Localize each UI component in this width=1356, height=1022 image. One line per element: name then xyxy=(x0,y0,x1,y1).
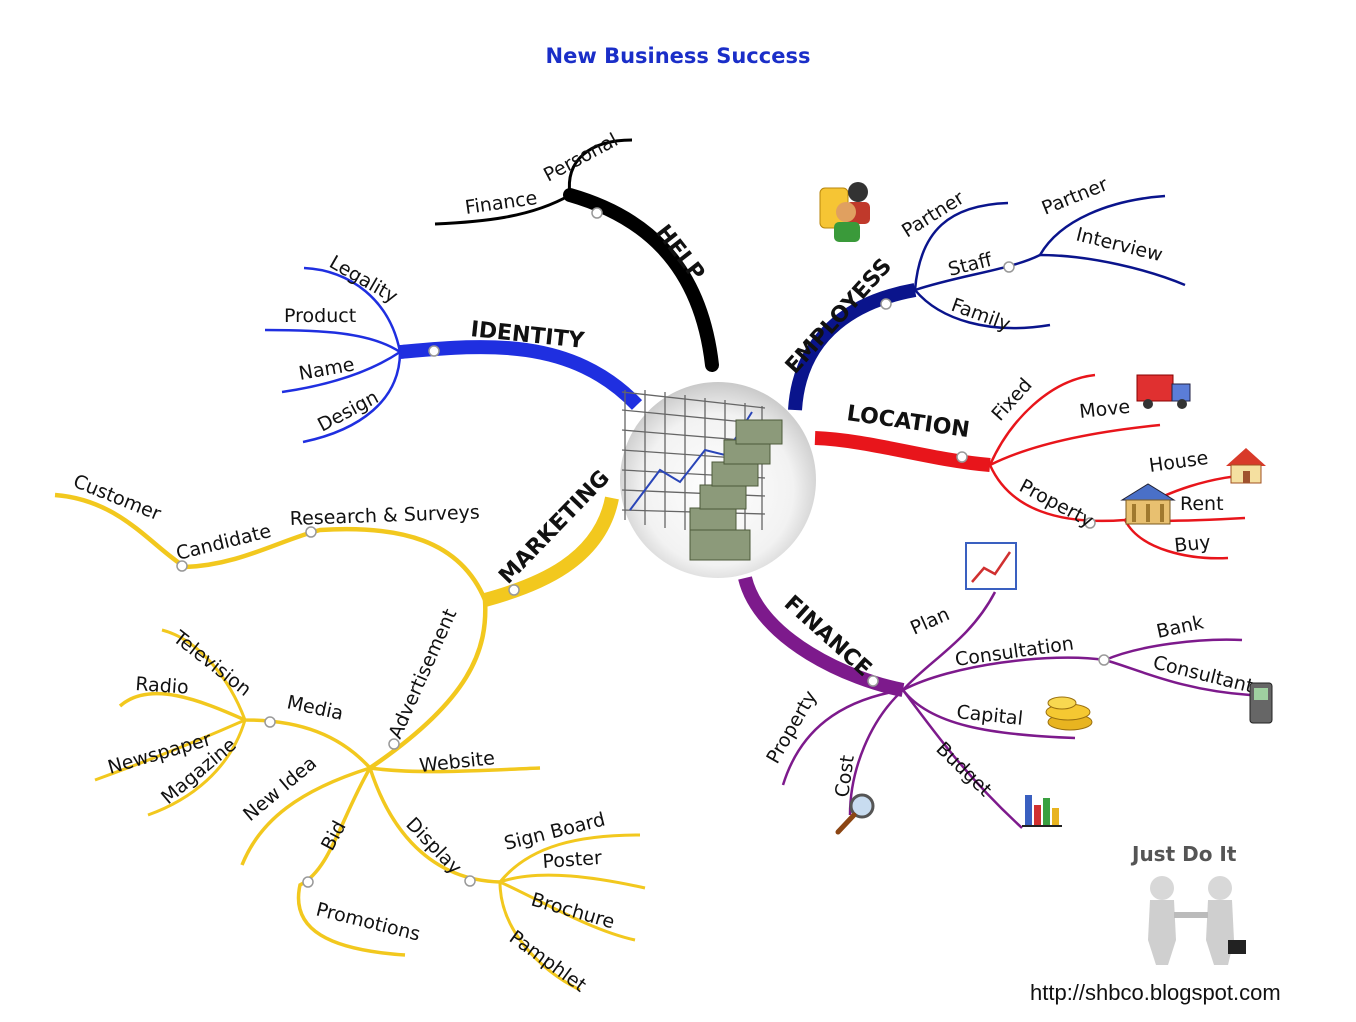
node-website: Website xyxy=(418,747,496,777)
node-consultant: Consultant xyxy=(1151,652,1256,698)
handshake-icon xyxy=(1148,876,1246,965)
node-brochure: Brochure xyxy=(529,889,617,934)
node-poster: Poster xyxy=(542,847,603,873)
bank-icon xyxy=(1120,483,1176,525)
page-title: New Business Success xyxy=(545,44,811,68)
branch-label-employees: EMPLOYESS xyxy=(781,254,897,379)
node-pamphlet: Pamphlet xyxy=(505,926,590,996)
node-name: Name xyxy=(297,354,356,385)
truck-icon xyxy=(1136,374,1191,409)
node-advertisement: Advertisement xyxy=(384,606,461,742)
node-rent: Rent xyxy=(1180,493,1224,515)
central-stock-chart-image xyxy=(620,382,816,578)
node-help-finance: Finance xyxy=(464,187,539,219)
branch-location xyxy=(814,373,1256,560)
node-personal: Personal xyxy=(540,129,622,186)
branch-finance xyxy=(738,575,1251,829)
node-bid: Bid xyxy=(317,817,351,854)
house-icon xyxy=(1226,448,1266,484)
people-icon xyxy=(819,182,870,242)
node-legality: Legality xyxy=(326,251,402,308)
node-fixed: Fixed xyxy=(987,374,1036,425)
node-property-location: Property xyxy=(1016,475,1097,532)
node-plan: Plan xyxy=(907,603,953,640)
branch-identity xyxy=(264,266,643,444)
node-family: Family xyxy=(948,294,1013,336)
node-display: Display xyxy=(401,813,465,879)
source-url[interactable]: http://shbco.blogspot.com xyxy=(1030,980,1281,1005)
line-chart-icon xyxy=(965,542,1017,590)
branch-help xyxy=(434,138,719,372)
node-research-surveys: Research & Surveys xyxy=(289,501,480,530)
node-staff: Staff xyxy=(946,249,995,281)
node-property-finance: Property xyxy=(762,687,821,768)
branch-marketing xyxy=(54,492,646,992)
node-cost: Cost xyxy=(831,754,859,799)
node-media: Media xyxy=(285,691,345,724)
magnifier-icon xyxy=(835,793,875,835)
bar-chart-icon xyxy=(1022,795,1062,827)
node-move: Move xyxy=(1078,396,1131,423)
node-house: House xyxy=(1148,447,1210,477)
node-buy: Buy xyxy=(1173,531,1211,557)
branch-employees xyxy=(788,194,1186,411)
node-bank: Bank xyxy=(1154,611,1205,642)
node-radio: Radio xyxy=(135,673,190,699)
footer-caption: Just Do It xyxy=(1132,842,1237,866)
node-staff-partner: Partner xyxy=(1039,173,1111,219)
node-product: Product xyxy=(284,305,356,327)
node-candidate: Candidate xyxy=(174,520,274,565)
node-budget: Budget xyxy=(932,738,996,801)
coins-icon xyxy=(1045,696,1093,731)
node-consultation: Consultation xyxy=(954,633,1076,671)
mobile-phone-icon xyxy=(1249,682,1273,724)
